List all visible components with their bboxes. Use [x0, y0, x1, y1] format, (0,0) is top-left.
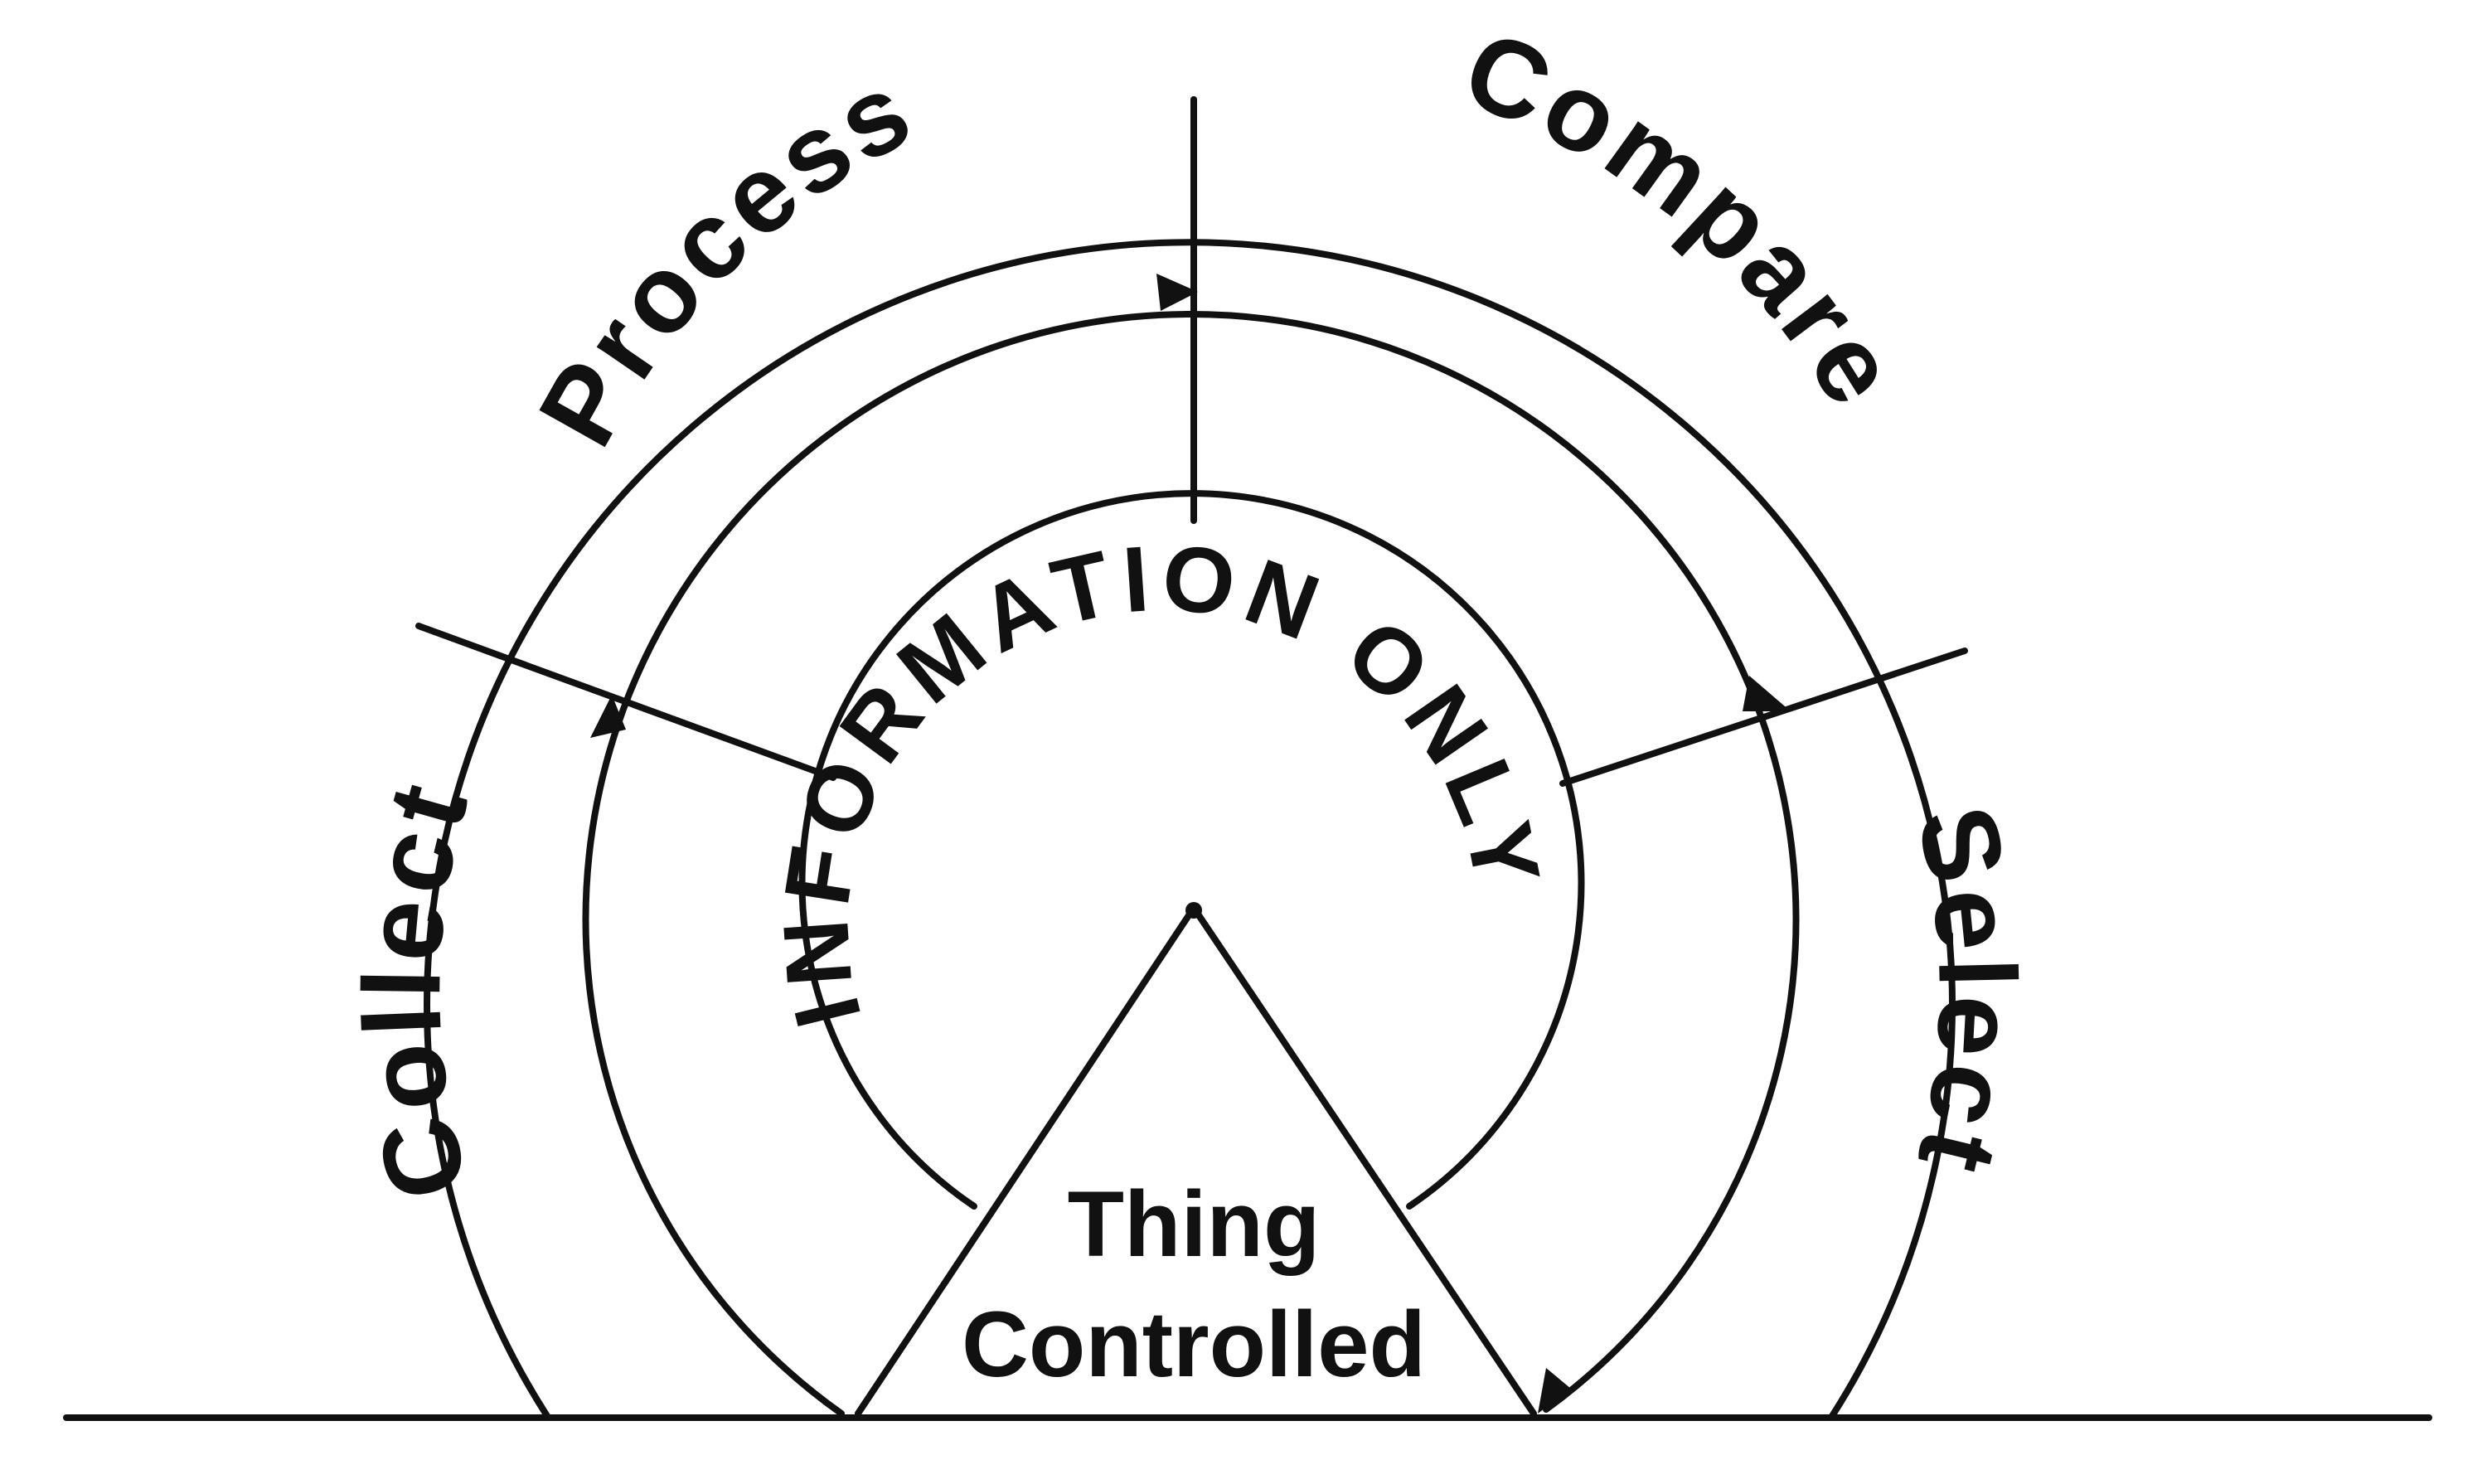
label-collect-path: Collect	[341, 767, 487, 1211]
label-select: Select	[1893, 796, 2039, 1188]
arrow-select-to-thing	[1538, 1368, 1571, 1414]
triangle-apex-dot	[1185, 902, 1202, 919]
cycle-flow-arc	[582, 311, 1800, 1417]
label-select-path: Select	[1893, 796, 2034, 1188]
label-thing: Thing	[1068, 1172, 1321, 1276]
label-compare: Compare	[1448, 7, 1924, 429]
divider-collect-process	[415, 623, 836, 781]
label-controlled: Controlled	[962, 1292, 1426, 1396]
arrow-collect-to-process	[590, 695, 626, 738]
divider-compare-select	[1559, 647, 1968, 787]
arrow-process-to-compare	[1156, 274, 1198, 311]
label-compare-path: Compare	[1448, 7, 1919, 429]
outer-ring-arc	[424, 239, 1956, 1419]
label-collect: Collect	[341, 767, 492, 1211]
arrow-compare-to-select	[1743, 676, 1791, 711]
